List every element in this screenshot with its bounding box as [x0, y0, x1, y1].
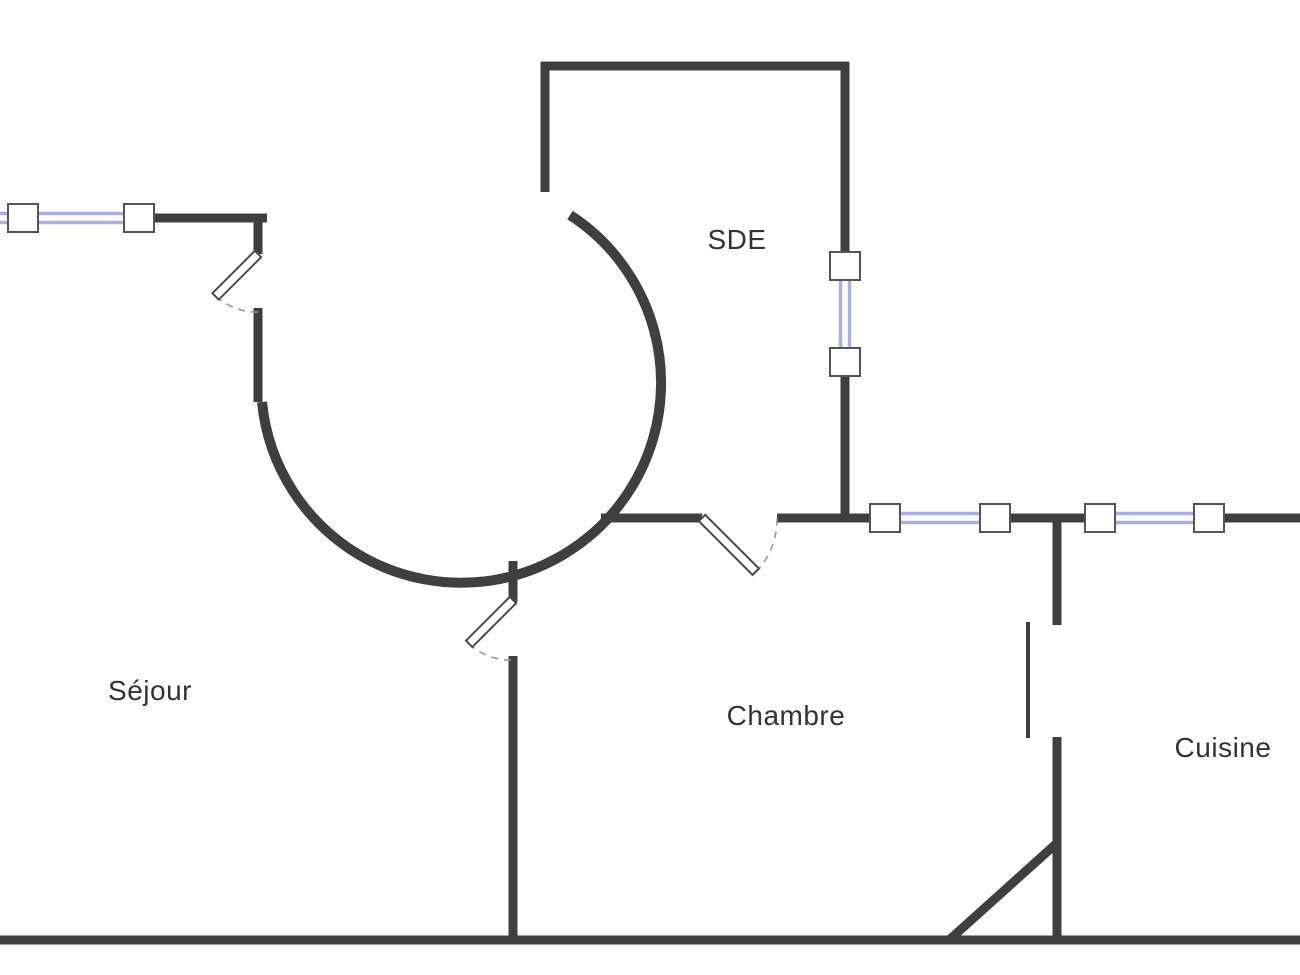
window-frame [979, 503, 1011, 533]
window-frame [829, 347, 861, 377]
walls-layer [0, 61, 1300, 945]
door-swing-arc [755, 517, 778, 573]
window-chambre [869, 503, 1011, 533]
door-swing-arc [215, 295, 259, 313]
diagonal-wall [944, 839, 1061, 945]
door-sejour-chambre [464, 595, 518, 661]
window-cuisine [1084, 503, 1225, 533]
room-label-sejour: Séjour [108, 675, 192, 706]
window-frame [829, 251, 861, 281]
window-frame [7, 203, 39, 233]
window-frame [123, 203, 155, 233]
room-label-cuisine: Cuisine [1174, 732, 1272, 763]
door-chambre [697, 513, 778, 577]
room-label-chambre: Chambre [726, 700, 846, 731]
window-frame [1084, 503, 1116, 533]
window-frame [869, 503, 901, 533]
door-entry [210, 249, 263, 313]
window-sejour-top [0, 203, 155, 233]
window-sde [829, 251, 861, 377]
door-leaf [210, 249, 263, 302]
door-leaf [464, 595, 518, 649]
door-swing-arc [468, 643, 514, 661]
window-frame [1193, 503, 1225, 533]
door-leaf [697, 513, 761, 577]
curved-wall [257, 210, 667, 588]
room-label-sde: SDE [707, 224, 767, 255]
